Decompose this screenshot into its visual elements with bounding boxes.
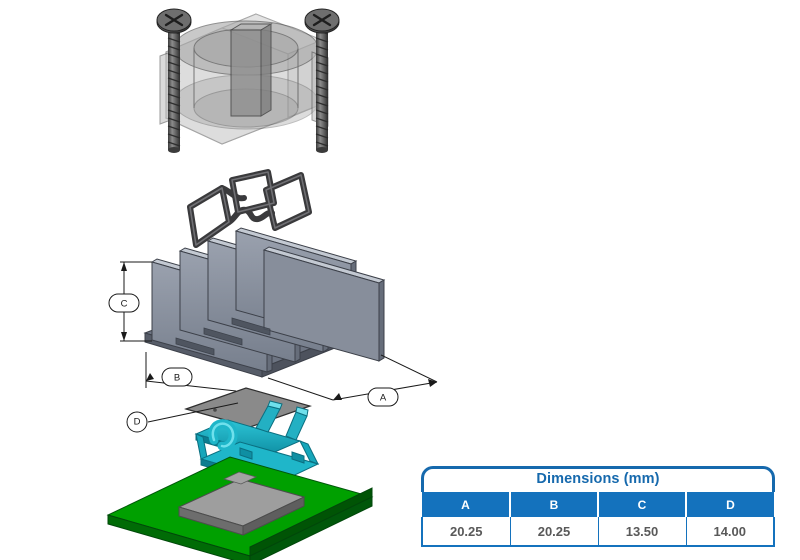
dim-line-b xyxy=(145,380,237,392)
wire-clip-highlight xyxy=(189,171,310,246)
callout-label-c: C xyxy=(121,299,128,310)
ext-line-a-1 xyxy=(380,354,438,383)
socket-pad xyxy=(222,471,258,485)
part-screw-left xyxy=(156,8,192,153)
leader-line-d xyxy=(147,402,239,423)
callout-balloon-b: B xyxy=(161,367,193,387)
callout-balloon-c: C xyxy=(108,293,140,313)
dimensions-table-title-bar: Dimensions (mm) xyxy=(421,466,775,492)
callout-balloon-d: D xyxy=(126,411,148,433)
part-cpu-die xyxy=(177,478,306,536)
part-screw-right xyxy=(304,8,340,153)
callout-balloon-a: A xyxy=(367,387,399,407)
dimensions-table-title: Dimensions (mm) xyxy=(536,471,660,487)
part-retention-frame xyxy=(194,400,320,489)
dimensions-header-b: B xyxy=(509,492,599,517)
callout-label-b: B xyxy=(174,373,180,384)
dimensions-header-a: A xyxy=(422,492,511,517)
dimensions-table-value-row: 20.25 20.25 13.50 14.00 xyxy=(421,517,775,547)
dimensions-value-b: 20.25 xyxy=(509,517,599,547)
dimensions-table: Dimensions (mm) A B C D 20.25 20.25 13.5… xyxy=(421,466,775,547)
ext-line-a-2 xyxy=(267,377,334,401)
part-transparent-housing xyxy=(159,13,329,145)
dimensions-value-d: 14.00 xyxy=(685,517,775,547)
dimensions-value-a: 20.25 xyxy=(421,517,511,547)
callout-label-d: D xyxy=(134,417,141,428)
callout-label-a: A xyxy=(380,393,387,404)
dimensions-header-d: D xyxy=(685,492,774,517)
dim-arrowheads xyxy=(121,262,437,400)
dimensions-value-c: 13.50 xyxy=(597,517,687,547)
dimensions-header-c: C xyxy=(597,492,687,517)
dimensions-table-header-row: A B C D xyxy=(422,492,774,517)
part-heatsink xyxy=(143,227,386,378)
